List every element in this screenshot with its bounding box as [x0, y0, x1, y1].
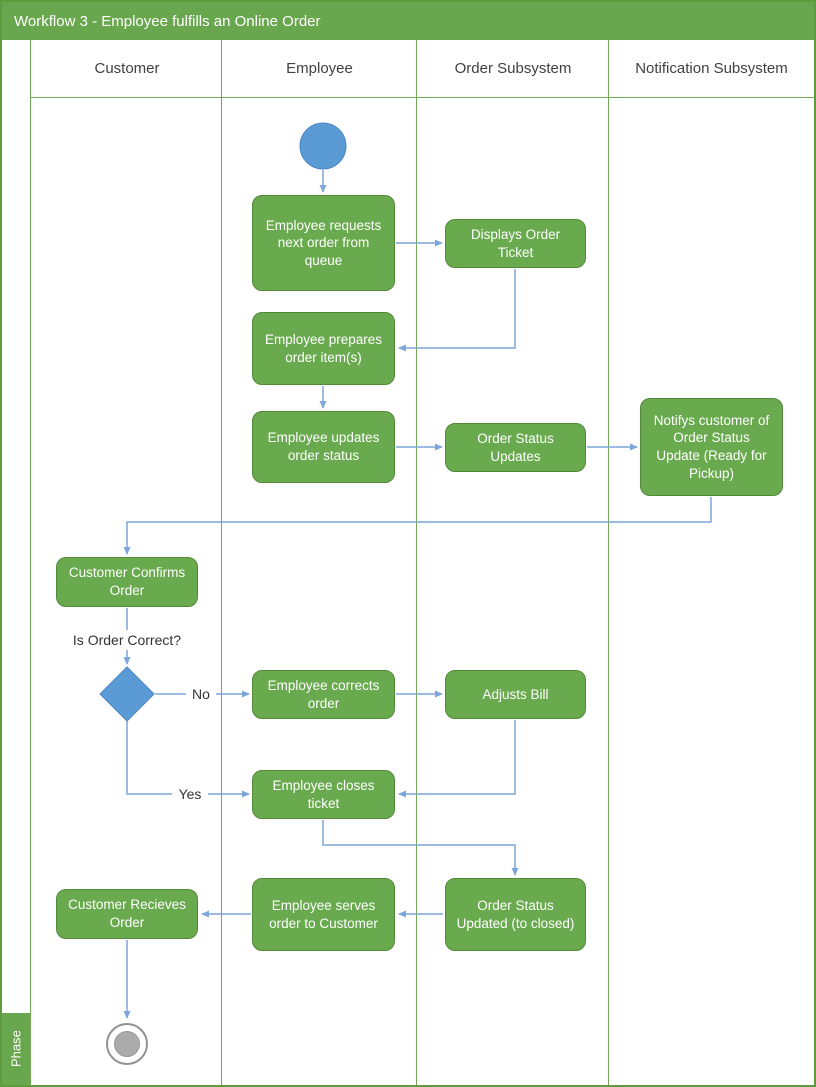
lane-header-customer: Customer: [32, 40, 222, 97]
end-node[interactable]: [114, 1031, 140, 1057]
activity-customer-receives-order[interactable]: Customer Recieves Order: [56, 889, 198, 939]
diagram-title: Workflow 3 - Employee fulfills an Online…: [14, 12, 321, 30]
lane-header-notification-subsystem: Notification Subsystem: [609, 40, 814, 97]
activity-order-status-updates[interactable]: Order Status Updates: [445, 423, 586, 472]
connector-adjust-to-close: [398, 720, 516, 798]
activity-notify-customer[interactable]: Notifys customer of Order Status Update …: [640, 398, 783, 496]
start-node[interactable]: [299, 122, 347, 170]
activity-adjusts-bill[interactable]: Adjusts Bill: [445, 670, 586, 719]
decision-diamond[interactable]: [99, 666, 155, 722]
edge-label-yes: Yes: [172, 784, 208, 804]
activity-request-next-order[interactable]: Employee requests next order from queue: [252, 195, 395, 291]
header-divider: [30, 97, 814, 98]
decision-question-label: Is Order Correct?: [42, 630, 212, 650]
activity-employee-corrects-order[interactable]: Employee corrects order: [252, 670, 395, 719]
connector-decision-yes: [126, 721, 250, 798]
connector-display-to-prepare: [398, 269, 516, 352]
activity-displays-order-ticket[interactable]: Displays Order Ticket: [445, 219, 586, 268]
lane-header-label: Notification Subsystem: [635, 60, 788, 77]
lane-divider: [416, 40, 417, 1085]
lane-header-order-subsystem: Order Subsystem: [417, 40, 609, 97]
phase-strip-divider: [30, 40, 31, 1085]
activity-serves-order[interactable]: Employee serves order to Customer: [252, 878, 395, 951]
connector-notify-to-confirm: [123, 497, 712, 555]
activity-prepares-order[interactable]: Employee prepares order item(s): [252, 312, 395, 385]
diagram-title-bar: Workflow 3 - Employee fulfills an Online…: [2, 2, 814, 40]
lane-header-label: Customer: [94, 60, 160, 77]
activity-updates-order-status[interactable]: Employee updates order status: [252, 411, 395, 483]
activity-customer-confirms-order[interactable]: Customer Confirms Order: [56, 557, 198, 607]
connector-close-to-statusclosed: [322, 820, 519, 876]
edge-label-no: No: [186, 684, 216, 704]
lane-header-label: Order Subsystem: [454, 60, 572, 77]
lane-divider: [221, 40, 222, 1085]
lane-divider: [608, 40, 609, 1085]
activity-employee-closes-ticket[interactable]: Employee closes ticket: [252, 770, 395, 819]
lane-header-employee: Employee: [222, 40, 417, 97]
lane-header-label: Employee: [286, 60, 353, 77]
activity-order-status-updated-closed[interactable]: Order Status Updated (to closed): [445, 878, 586, 951]
phase-label: Phase: [2, 1013, 30, 1085]
